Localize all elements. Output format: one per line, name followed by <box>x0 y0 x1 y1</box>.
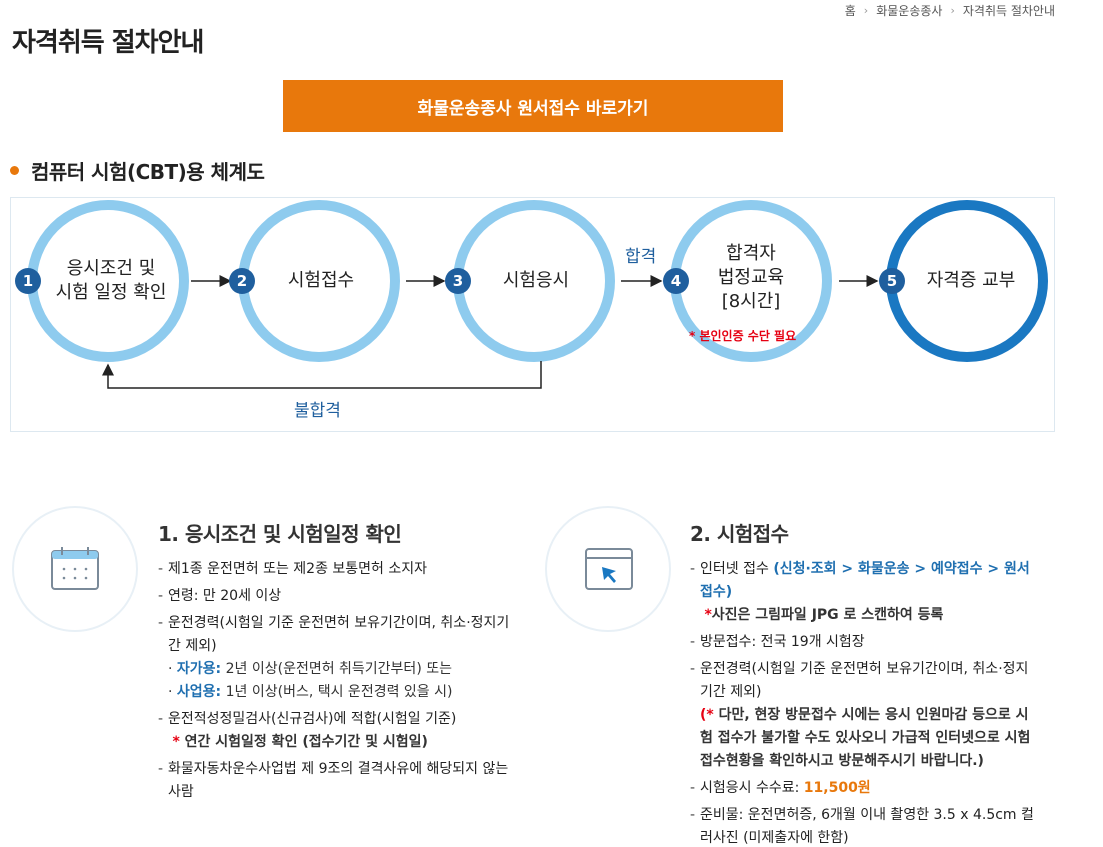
step-2-label: 시험접수 <box>251 261 391 301</box>
col2-photo-note-text: 사진은 그림파일 JPG 로 스캔하여 등록 <box>711 607 944 623</box>
col2-item-visit: 방문접수: 전국 19개 시험장 <box>690 631 1040 654</box>
col1-item-experience-text: 운전경력(시험일 기준 운전면허 보유기간이며, 취소·정지기간 제외) <box>168 615 510 654</box>
step-4-label: 합격자 법정교육 [8시간] <box>681 236 821 320</box>
breadcrumb-home[interactable]: 홈 <box>844 4 856 18</box>
page-title: 자격취득 절차안내 <box>12 28 204 58</box>
fail-label: 불합격 <box>294 401 341 421</box>
col2-fee-value: 11,500원 <box>803 780 871 796</box>
col2-item-visit-text: 방문접수: 전국 19개 시험장 <box>700 634 865 650</box>
col2-visit-note: (* 다만, 현장 방문접수 시에는 응시 인원마감 등으로 시험 접수가 불가… <box>700 704 1040 773</box>
step-4-line1: 합격자 <box>726 243 776 264</box>
fail-return-arrow <box>102 361 542 389</box>
col1-sub-business-label: 사업용: <box>176 684 222 700</box>
col2-photo-note: *사진은 그림파일 JPG 로 스캔하여 등록 <box>700 604 1040 627</box>
col1-item-aptitude: 운전적성정밀검사(신규검사)에 적합(시험일 기준) * 연간 시험일정 확인 … <box>158 708 518 754</box>
col2-online-link[interactable]: (신청·조회 > 화물운송 > 예약접수 > 원서접수) <box>700 561 1030 600</box>
col2-title: 2. 시험접수 <box>690 522 789 546</box>
col2-visit-note-text: 다만, 현장 방문접수 시에는 응시 인원마감 등으로 시험 접수가 불가할 수… <box>700 707 1031 769</box>
col1-note-star: * <box>172 734 185 750</box>
pass-label: 합격 <box>625 247 657 267</box>
col1-title: 1. 응시조건 및 시험일정 확인 <box>158 522 402 546</box>
col1-sub-business-text: 1년 이상(버스, 택시 운전경력 있을 시) <box>221 684 453 700</box>
col1-sub-private-label: 자가용: <box>176 661 222 677</box>
col1-item-disqualification: 화물자동차운수사업법 제 9조의 결격사유에 해당되지 않는 사람 <box>158 758 518 804</box>
step-1-number: 1 <box>15 268 41 294</box>
col1-item-age-text: 연령: 만 20세 이상 <box>168 588 282 604</box>
col1-sub-business: · 사업용: 1년 이상(버스, 택시 운전경력 있을 시) <box>168 684 453 700</box>
breadcrumb-level2[interactable]: 자격취득 절차안내 <box>962 4 1055 18</box>
step-3-number: 3 <box>445 268 471 294</box>
cursor-window-icon <box>585 548 633 590</box>
step-4-line3: [8시간] <box>721 291 781 312</box>
col1-item-aptitude-text: 운전적성정밀검사(신규검사)에 적합(시험일 기준) <box>168 711 457 727</box>
step-5-number: 5 <box>879 268 905 294</box>
step-1-label: 응시조건 및 시험 일정 확인 <box>36 246 186 316</box>
bullet-dot-icon <box>10 166 19 175</box>
breadcrumb: 홈 › 화물운송종사 › 자격취득 절차안내 <box>845 2 1055 19</box>
calendar-icon <box>51 547 99 590</box>
step-1-line2: 시험 일정 확인 <box>55 282 167 303</box>
breadcrumb-separator-icon: › <box>950 4 955 17</box>
col2-visit-note-star: (* <box>700 707 719 723</box>
col2-item-online: 인터넷 접수 (신청·조회 > 화물운송 > 예약접수 > 원서접수) *사진은… <box>690 558 1040 627</box>
col1-sub-private: · 자가용: 2년 이상(운전면허 취득기간부터) 또는 <box>168 661 452 677</box>
col1-list: 제1종 운전면허 또는 제2종 보통면허 소지자 연령: 만 20세 이상 운전… <box>158 558 518 808</box>
col1-item-disqualification-text: 화물자동차운수사업법 제 9조의 결격사유에 해당되지 않는 사람 <box>168 761 509 800</box>
col2-online-prefix: 인터넷 접수 <box>700 561 774 577</box>
step-3-label: 시험응시 <box>466 261 606 301</box>
col2-item-experience: 운전경력(시험일 기준 운전면허 보유기간이며, 취소·정지기간 제외) (* … <box>690 658 1040 773</box>
col2-item-fee: 시험응시 수수료: 11,500원 <box>690 777 1040 800</box>
col2-item-experience-text: 운전경력(시험일 기준 운전면허 보유기간이며, 취소·정지기간 제외) <box>700 661 1029 700</box>
breadcrumb-level1[interactable]: 화물운송종사 <box>876 4 943 18</box>
col1-item-license: 제1종 운전면허 또는 제2종 보통면허 소지자 <box>158 558 518 581</box>
col1-item-aptitude-note[interactable]: * 연간 시험일정 확인 (접수기간 및 시험일) <box>168 731 518 754</box>
breadcrumb-separator-icon: › <box>863 4 869 17</box>
col1-schedule-link[interactable]: 연간 시험일정 확인 (접수기간 및 시험일) <box>184 734 428 750</box>
step-5-line1: 자격증 교부 <box>926 270 1016 291</box>
col2-photo-note-star: * <box>704 607 712 623</box>
step-2-line1: 시험접수 <box>287 270 355 291</box>
col2-item-materials: 준비물: 운전면허증, 6개월 이내 촬영한 3.5 x 4.5cm 컬러사진 … <box>690 804 1040 847</box>
step-4-line2: 법정교육 <box>717 267 785 288</box>
step-2-number: 2 <box>229 268 255 294</box>
section-heading: 컴퓨터 시험(CBT)용 체계도 <box>10 156 265 185</box>
step-4-number: 4 <box>663 268 689 294</box>
flow-diagram: 1 응시조건 및 시험 일정 확인 2 시험접수 3 시험응시 4 합격자 법정… <box>10 197 1055 432</box>
apply-online-button[interactable]: 화물운송종사 원서접수 바로가기 <box>283 80 783 132</box>
step-1-line1: 응시조건 및 <box>66 258 156 279</box>
col2-item-materials-text: 준비물: 운전면허증, 6개월 이내 촬영한 3.5 x 4.5cm 컬러사진 … <box>700 807 1034 846</box>
step-4-note: * 본인인증 수단 필요 <box>689 329 797 343</box>
col1-item-license-text: 제1종 운전면허 또는 제2종 보통면허 소지자 <box>168 561 428 577</box>
col2-list: 인터넷 접수 (신청·조회 > 화물운송 > 예약접수 > 원서접수) *사진은… <box>690 558 1040 847</box>
col2-fee-prefix: 시험응시 수수료: <box>700 780 804 796</box>
step-3-line1: 시험응시 <box>502 270 570 291</box>
col1-item-age: 연령: 만 20세 이상 <box>158 585 518 608</box>
col1-item-experience: 운전경력(시험일 기준 운전면허 보유기간이며, 취소·정지기간 제외) · 자… <box>158 612 518 704</box>
cursor-icon-circle <box>545 506 671 632</box>
section-heading-text: 컴퓨터 시험(CBT)용 체계도 <box>31 160 265 184</box>
col1-sub-private-text: 2년 이상(운전면허 취득기간부터) 또는 <box>221 661 452 677</box>
step-5-label: 자격증 교부 <box>906 261 1036 301</box>
